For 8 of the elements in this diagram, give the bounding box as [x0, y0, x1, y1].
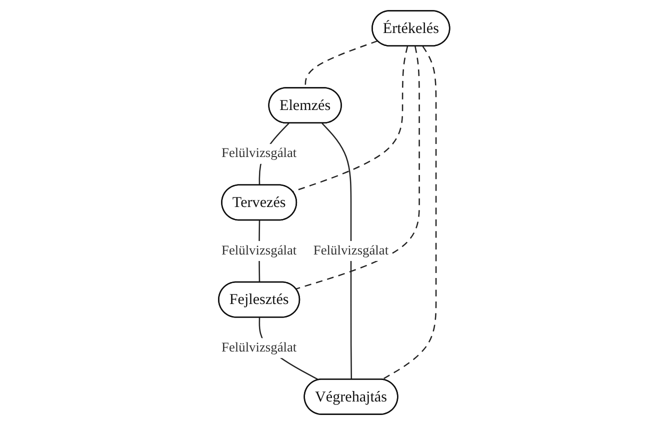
connector: [296, 46, 420, 290]
connector: [321, 122, 352, 380]
edge-label: Felülvizsgálat: [221, 340, 297, 355]
connector: [292, 46, 408, 192]
edge-label: Felülvizsgálat: [313, 243, 388, 258]
edge-label: Felülvizsgálat: [221, 146, 297, 161]
connector: [382, 46, 436, 380]
edge-label: Felülvizsgálat: [221, 243, 297, 258]
